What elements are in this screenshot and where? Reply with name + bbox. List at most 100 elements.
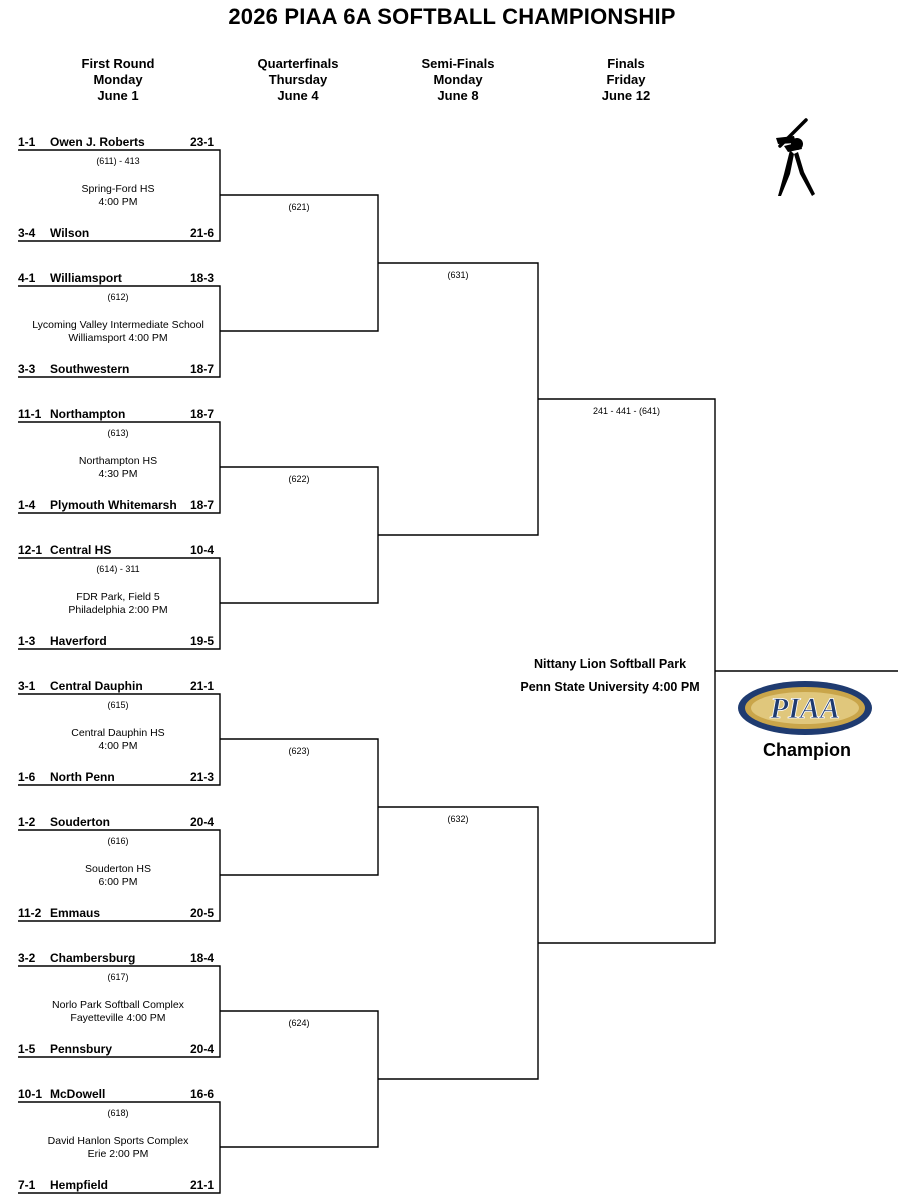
round-name: Quarterfinals: [257, 56, 339, 71]
team-name: Hempfield: [50, 1178, 109, 1192]
team-row: 3-1 Central Dauphin 21-1: [18, 678, 220, 694]
round-date: June 4: [277, 88, 319, 103]
team-seed: 11-1: [18, 407, 42, 421]
round-day: Thursday: [268, 72, 328, 87]
team-name: McDowell: [50, 1087, 106, 1101]
team-record: 20-4: [189, 815, 214, 829]
team-seed: 1-1: [18, 135, 36, 149]
team-record: 21-6: [189, 226, 214, 240]
team-name: North Penn: [50, 770, 115, 784]
game-number-632: (632): [447, 814, 469, 824]
team-row: 1-6 North Penn 21-3: [18, 769, 220, 785]
team-name: Chambersburg: [50, 951, 136, 965]
team-row: 11-2 Emmaus 20-5: [18, 905, 220, 921]
team-name: Emmaus: [50, 906, 101, 920]
game-venue: Spring-Ford HS 4:00 PM: [18, 183, 218, 209]
team-row: 4-1 Williamsport 18-3: [18, 270, 220, 286]
team-row: 3-2 Chambersburg 18-4: [18, 950, 220, 966]
round-day: Monday: [93, 72, 143, 87]
venue-line: 6:00 PM: [98, 876, 138, 888]
team-row: 7-1 Hempfield 21-1: [18, 1177, 220, 1193]
venue-line: Fayetteville 4:00 PM: [70, 1012, 166, 1024]
team-name: Central Dauphin: [50, 679, 143, 693]
game-number-623: (623): [288, 746, 310, 756]
game-venue: FDR Park, Field 5 Philadelphia 2:00 PM: [18, 591, 218, 617]
team-seed: 3-4: [18, 226, 36, 240]
team-row: 3-3 Southwestern 18-7: [18, 361, 220, 377]
team-seed: 1-2: [18, 815, 36, 829]
round-header-semifinals: Semi-Finals Monday June 8: [378, 56, 538, 104]
game-number-631: (631): [447, 270, 469, 280]
round-header-finals: Finals Friday June 12: [546, 56, 706, 104]
venue-line: 4:00 PM: [98, 196, 138, 208]
team-seed: 1-4: [18, 498, 36, 512]
game-number: (611) - 413: [96, 156, 140, 166]
team-record: 18-7: [189, 498, 214, 512]
game-number-641: 241 - 441 - (641): [592, 406, 661, 416]
team-seed: 12-1: [18, 543, 43, 557]
game-number-622: (622): [288, 474, 310, 484]
bracket-line-632: [378, 806, 539, 1080]
team-name: Northampton: [50, 407, 126, 421]
team-name: Williamsport: [50, 271, 122, 285]
venue-line: David Hanlon Sports Complex: [47, 1135, 189, 1147]
game-number-621: (621): [288, 202, 310, 212]
bracket-line-623: [220, 738, 379, 876]
venue-line: FDR Park, Field 5: [76, 591, 160, 603]
team-row: 1-3 Haverford 19-5: [18, 633, 220, 649]
venue-line: 4:00 PM: [98, 740, 138, 752]
game-venue: Central Dauphin HS 4:00 PM: [18, 727, 218, 753]
team-record: 18-3: [189, 271, 214, 285]
team-name: Plymouth Whitemarsh: [50, 498, 177, 512]
venue-line: Norlo Park Softball Complex: [52, 999, 184, 1011]
bracket-line-641: [538, 398, 716, 944]
team-seed: 1-3: [18, 634, 36, 648]
round-date: June 1: [97, 88, 139, 103]
team-record: 18-7: [189, 362, 214, 376]
team-seed: 1-6: [18, 770, 36, 784]
bracket-line-621: [220, 194, 379, 332]
team-record: 10-4: [189, 543, 214, 557]
team-seed: 10-1: [18, 1087, 43, 1101]
team-record: 16-6: [189, 1087, 214, 1101]
game-venue: Souderton HS 6:00 PM: [18, 863, 218, 889]
game-number: (614) - 311: [96, 564, 140, 574]
round-date: June 12: [601, 88, 651, 103]
team-name: Southwestern: [50, 362, 130, 376]
team-name: Souderton: [50, 815, 110, 829]
game-number: (617): [107, 972, 129, 982]
bracket-line-622: [220, 466, 379, 604]
team-record: 18-7: [189, 407, 214, 421]
round-date: June 8: [437, 88, 479, 103]
team-seed: 1-5: [18, 1042, 36, 1056]
team-record: 23-1: [189, 135, 214, 149]
game-venue: Norlo Park Softball Complex Fayetteville…: [18, 999, 218, 1025]
team-seed: 7-1: [18, 1178, 36, 1192]
team-row: 3-4 Wilson 21-6: [18, 225, 220, 241]
piaa-logo-text: PIAA: [769, 692, 840, 725]
game-number: (612): [107, 292, 129, 302]
venue-line: Central Dauphin HS: [71, 727, 165, 739]
round-day: Monday: [433, 72, 483, 87]
game-venue: David Hanlon Sports Complex Erie 2:00 PM: [18, 1135, 218, 1161]
team-name: Pennsbury: [50, 1042, 113, 1056]
team-name: Wilson: [50, 226, 90, 240]
piaa-logo: PIAA: [738, 681, 872, 735]
team-record: 21-1: [189, 679, 214, 693]
team-row: 1-1 Owen J. Roberts 23-1: [18, 134, 220, 150]
round-day: Friday: [606, 72, 646, 87]
page-title: 2026 PIAA 6A SOFTBALL CHAMPIONSHIP: [228, 4, 676, 29]
game-number-624: (624): [288, 1018, 310, 1028]
team-name: Haverford: [50, 634, 107, 648]
team-seed: 11-2: [18, 906, 42, 920]
venue-line: 4:30 PM: [98, 468, 138, 480]
game-number: (618): [107, 1108, 129, 1118]
bracket-line-624: [220, 1010, 379, 1148]
venue-line: Souderton HS: [85, 863, 151, 875]
game-number: (613): [107, 428, 129, 438]
game-venue: Lycoming Valley Intermediate School Will…: [18, 319, 218, 345]
team-row: 1-5 Pennsbury 20-4: [18, 1041, 220, 1057]
venue-line: Erie 2:00 PM: [87, 1148, 149, 1160]
team-name: Central HS: [50, 543, 112, 557]
